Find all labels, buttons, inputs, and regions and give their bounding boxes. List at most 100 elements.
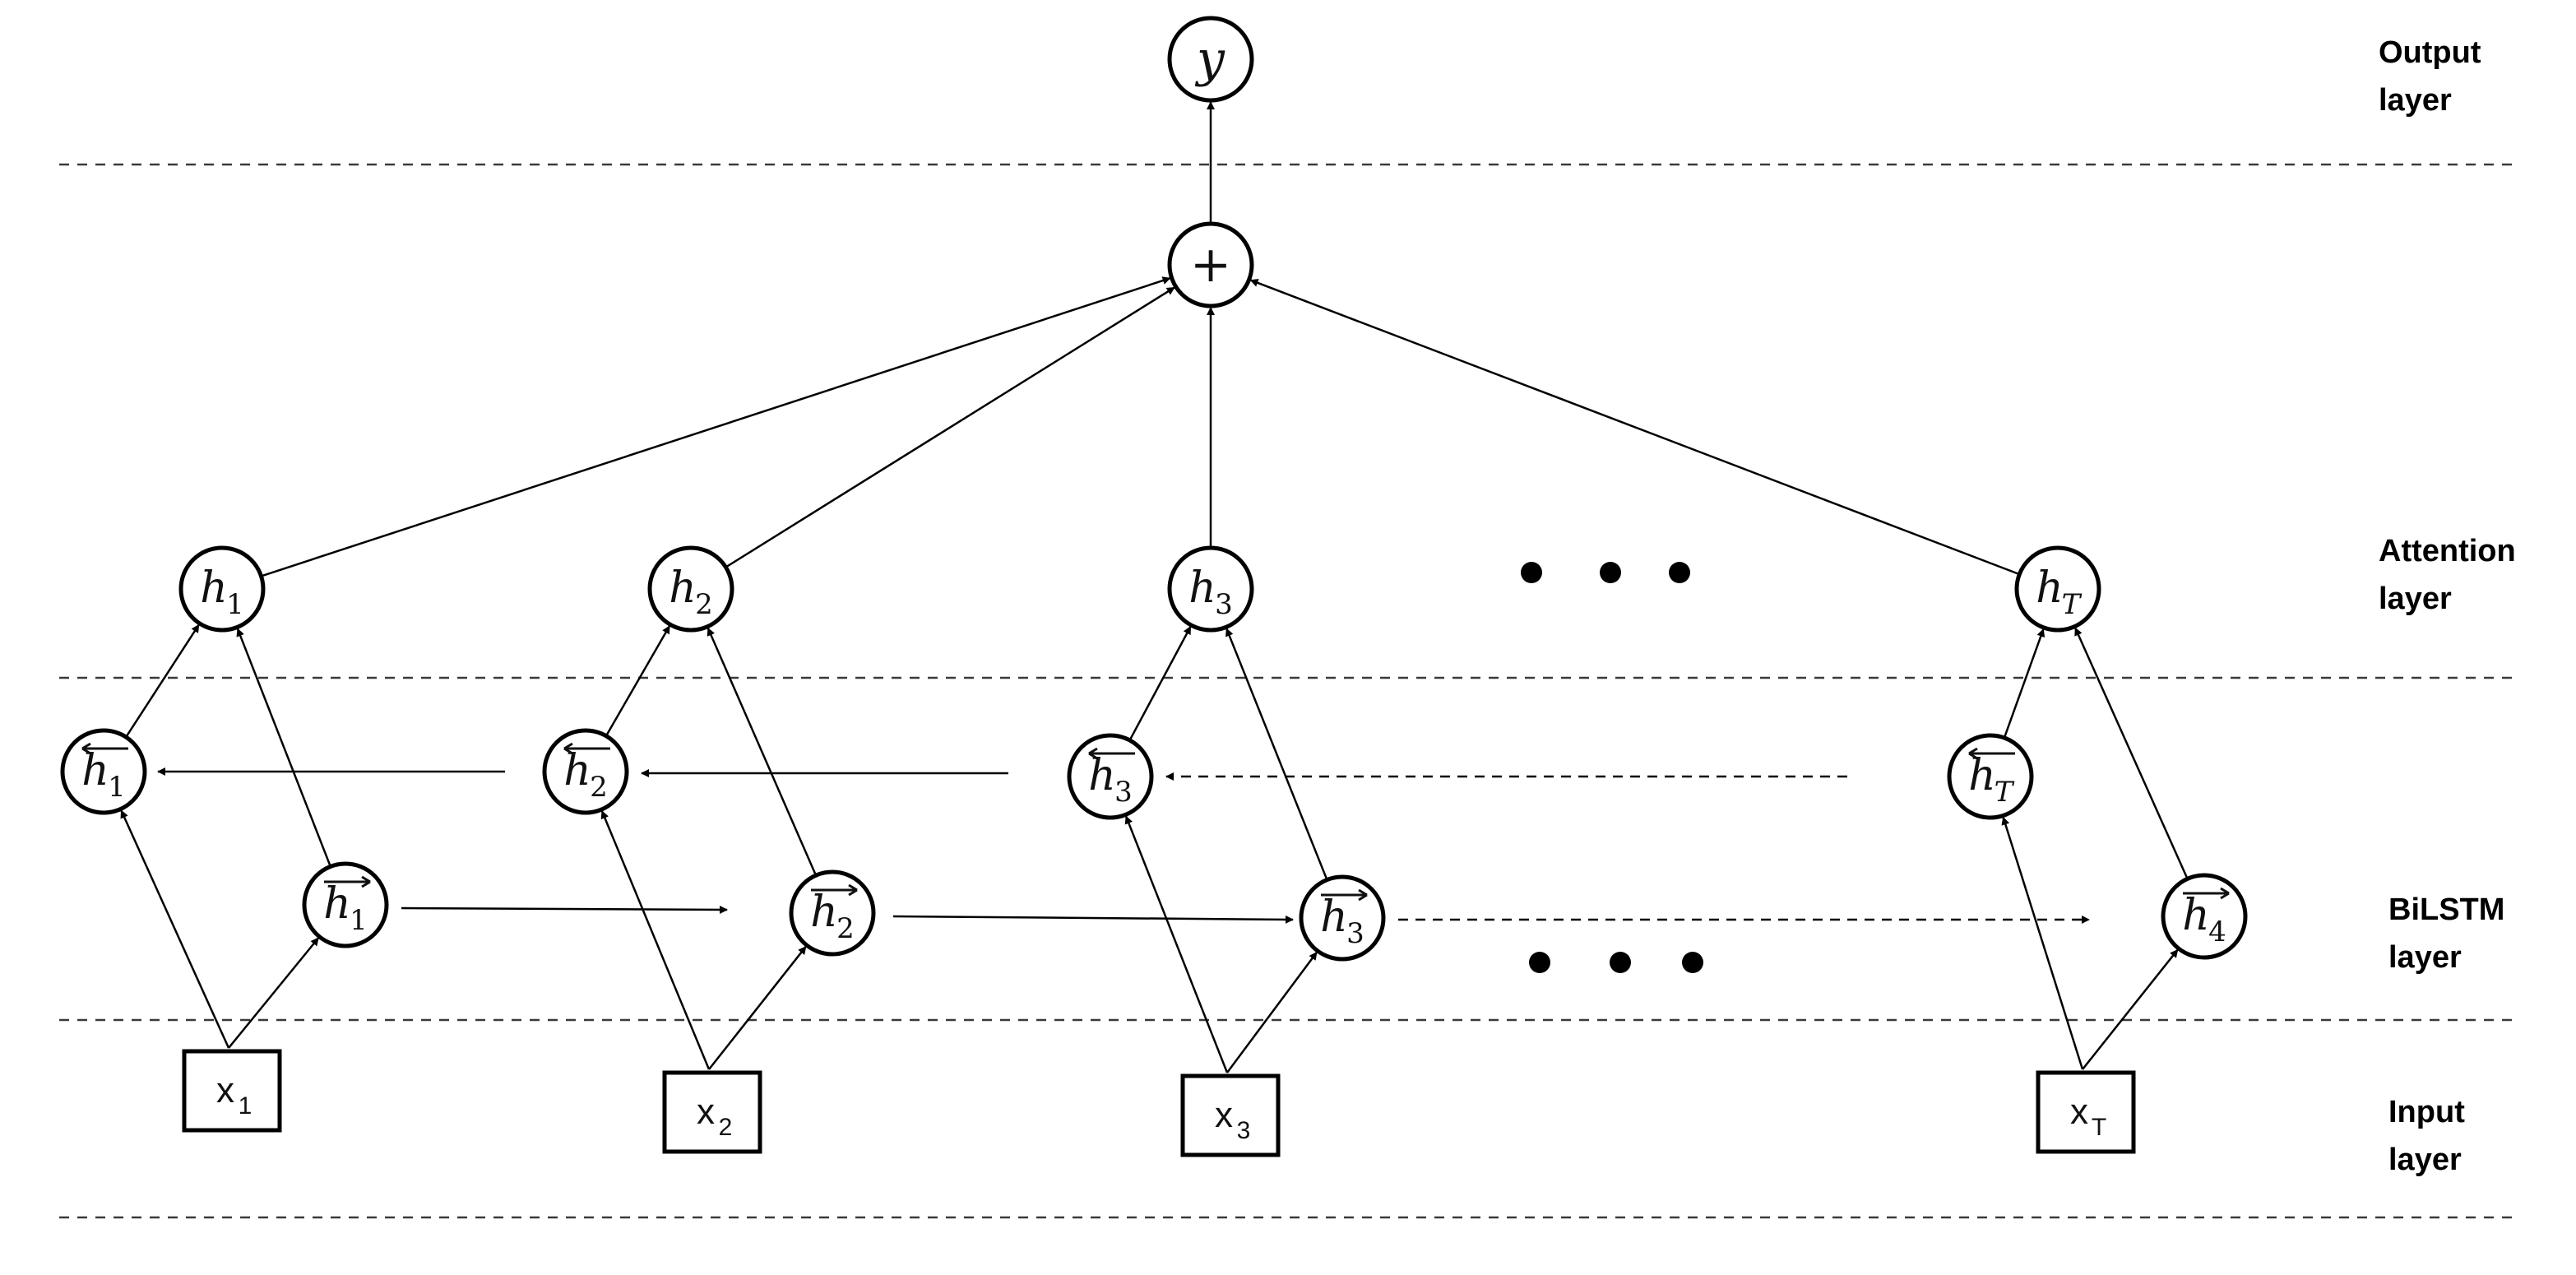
attention-node-circle [178,545,266,633]
output-symbol: y [1194,30,1225,88]
output-layer-label: Output [2379,35,2481,70]
edge-backward-to-attention [1128,625,1192,741]
edge-input-to-backward [120,809,230,1049]
input-box [1180,1073,1281,1157]
forward-hidden-node-symbol: h [1320,892,1348,942]
forward-hidden-node: h3 [1299,874,1386,962]
input-layer-label: layer [2388,1143,2462,1177]
input-symbol: x [697,1092,715,1132]
forward-hidden-node-subscript: 2 [836,912,855,945]
forward-hidden-node-subscript: 3 [1346,917,1364,950]
output-node: y [1167,16,1254,103]
right-arrow-icon [848,883,858,897]
backward-hidden-node-symbol: h [1968,751,1996,800]
input-box [2036,1070,2136,1154]
backward-hidden-node-symbol: h [563,746,591,795]
attention-node-symbol: h [669,563,697,613]
sum-node: + [1167,221,1254,308]
input-subscript: 2 [719,1114,733,1141]
edge-input-to-forward [1225,951,1318,1073]
backward-hidden-node-subscript: 1 [108,771,126,804]
sum-symbol: + [1190,236,1231,294]
edge-forward-to-attention [2074,627,2189,879]
output-layer-label: layer [2379,83,2452,118]
forward-hidden-node-subscript: 4 [2208,916,2226,948]
attention-node-circle [647,545,734,633]
backward-hidden-node-circle [1947,733,2034,820]
output-node-circle [1167,16,1254,103]
edge-input-to-backward [600,810,711,1070]
edge-backward-to-attention [2003,628,2046,739]
bilstm-layer-label: layer [2388,940,2462,975]
input-layer-label: Input [2388,1095,2465,1129]
backward-hidden-node: h2 [542,728,629,815]
backward-hidden-node-circle [542,728,629,815]
forward-hidden-node: h1 [302,861,389,948]
backward-hidden-node: h1 [60,728,147,815]
left-arrow-icon [81,742,91,755]
ellipsis-dot [1669,562,1690,583]
edge-input-to-backward [2001,816,2084,1070]
attention-node-subscript: 1 [226,588,244,621]
input-symbol: x [1215,1095,1233,1135]
ellipsis-dot [1521,562,1542,583]
backward-hidden-node-circle [1067,733,1154,820]
attention-node-subscript: 3 [1215,588,1233,621]
forward-hidden-node: h2 [789,869,876,957]
edge-backward-to-attention [125,624,200,738]
edge-backward-to-attention [605,625,671,737]
input-symbol: x [216,1070,234,1110]
attention-node: h3 [1167,545,1254,633]
edge-input-to-forward [228,937,320,1049]
edge-attention-to-sum [725,286,1175,568]
attention-node-circle [2014,545,2101,633]
ellipsis-dot [1529,952,1550,973]
left-arrow-icon [563,742,573,755]
left-arrow-icon [1968,747,1978,760]
sum-node-circle [1167,221,1254,308]
forward-hidden-node-subscript: 1 [350,904,368,937]
backward-hidden-node-subscript: T [1995,776,2015,809]
attention-node-subscript: 2 [695,588,713,621]
attention-node: hT [2014,545,2101,633]
edge-attention-to-sum [261,276,1171,577]
forward-hidden-node: h4 [2161,873,2248,960]
attention-layer-label: Attention [2379,534,2516,568]
bilstm-layer-label: BiLSTM [2388,892,2504,927]
input-subscript: 3 [1237,1117,1251,1144]
ellipsis-dot [1600,562,1621,583]
attention-node: h2 [647,545,734,633]
backward-hidden-node-subscript: 3 [1114,776,1133,809]
attention-node: h1 [178,545,266,633]
right-arrow-icon [2220,887,2230,900]
edge-attention-to-sum [1249,279,2020,576]
edge-forward-recurrent [401,905,728,914]
backward-hidden-node-symbol: h [1088,751,1116,800]
backward-hidden-node-circle [60,728,147,815]
edge-forward-recurrent [892,915,1294,924]
edge-input-to-forward [2082,948,2179,1070]
attention-node-circle [1167,545,1254,633]
ellipsis-dot [1610,952,1631,973]
backward-hidden-node: h3 [1067,733,1154,820]
input-subscript: 1 [239,1092,253,1120]
edge-input-to-forward [708,946,807,1070]
ellipsis-dot [1682,952,1703,973]
attention-node-symbol: h [1188,563,1216,613]
edge-forward-to-attention [1225,628,1328,881]
right-arrow-icon [1358,888,1368,902]
forward-hidden-node-symbol: h [323,879,351,929]
edge-forward-to-attention [236,628,331,867]
edge-forward-to-attention [707,627,818,876]
left-arrow-icon [1088,747,1098,760]
right-arrow-icon [361,875,371,888]
edge-input-to-backward [1124,815,1229,1073]
input-box [662,1070,762,1154]
attention-node-subscript: T [2062,588,2083,621]
input-subscript: T [2092,1114,2106,1141]
